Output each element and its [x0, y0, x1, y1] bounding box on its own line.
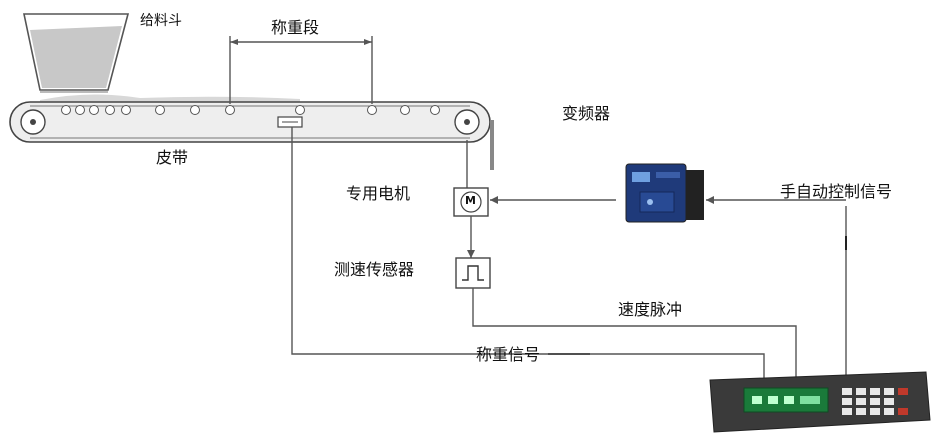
speed-pulse-label: 速度脉冲 — [618, 300, 683, 319]
belt-label: 皮带 — [156, 148, 189, 167]
hopper-label: 给料斗 — [140, 13, 182, 29]
hopper — [23, 13, 130, 93]
motor-symbol: M — [465, 194, 476, 207]
motor-label: 专用电机 — [346, 184, 411, 203]
speed-pulse-line — [472, 288, 797, 378]
inverter-icon — [625, 163, 704, 223]
motor-icon — [453, 187, 489, 217]
pulse-icon — [455, 257, 491, 289]
control-signal-label: 手自动控制信号 — [780, 182, 893, 201]
controller-icon — [709, 371, 931, 433]
idler-rollers — [61, 105, 440, 115]
weighing-section-marker — [229, 36, 373, 104]
drive-connection — [466, 120, 494, 188]
belt-conveyor — [9, 101, 491, 143]
weighing-section-label: 称重段 — [271, 18, 320, 37]
weight-signal-label: 称重信号 — [476, 345, 541, 364]
inverter-label: 变频器 — [562, 104, 611, 123]
speed-sensor-label: 测速传感器 — [334, 260, 415, 279]
weight-signal-line — [291, 127, 765, 378]
